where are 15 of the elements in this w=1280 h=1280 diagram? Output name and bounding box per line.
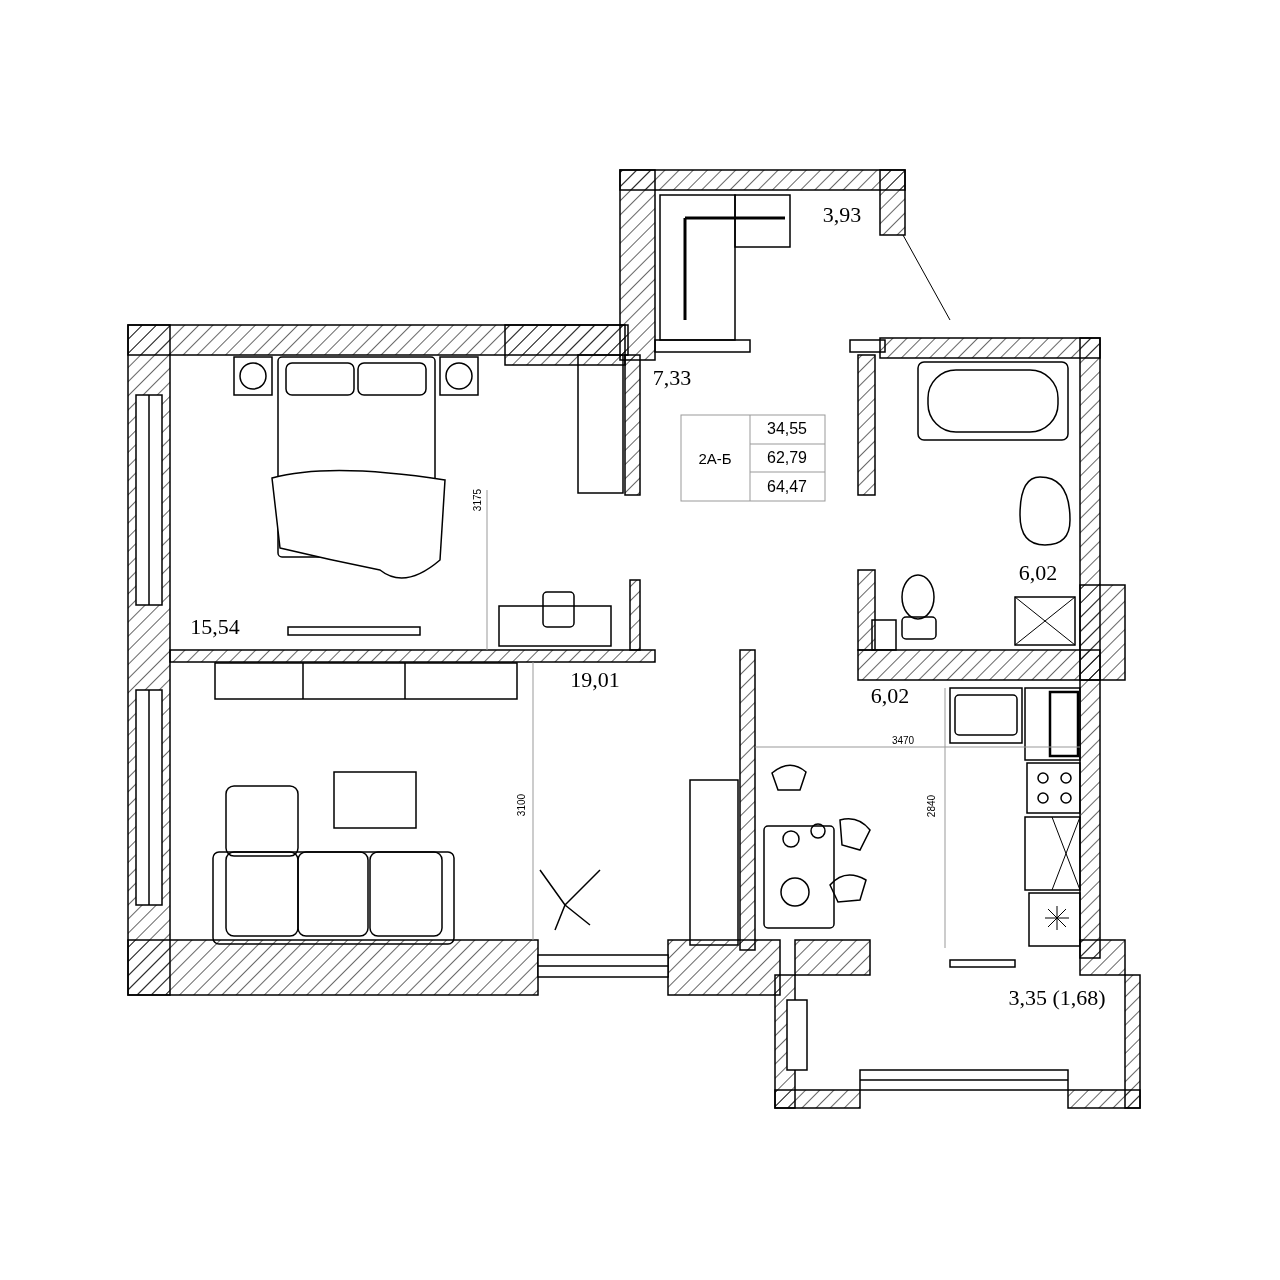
- area-value: 64,47: [767, 479, 807, 495]
- area-label: 6,02: [870, 685, 910, 707]
- area-label: 19,01: [570, 669, 620, 691]
- area-label: 3,35 (1,68): [1008, 987, 1106, 1009]
- area-value: 62,79: [767, 450, 807, 466]
- area-label: 3,93: [822, 204, 862, 226]
- apartment-type-label: 2А-Б: [698, 450, 732, 466]
- dimension-label: 3100: [517, 793, 527, 817]
- area-label: 6,02: [1018, 562, 1058, 584]
- dimension-label: 3470: [891, 736, 915, 746]
- area-value: 34,55: [767, 421, 807, 437]
- area-label: 15,54: [190, 616, 240, 638]
- dimension-label: 2840: [927, 794, 937, 818]
- area-label: 7,33: [652, 367, 692, 389]
- dimension-label: 3175: [473, 488, 483, 512]
